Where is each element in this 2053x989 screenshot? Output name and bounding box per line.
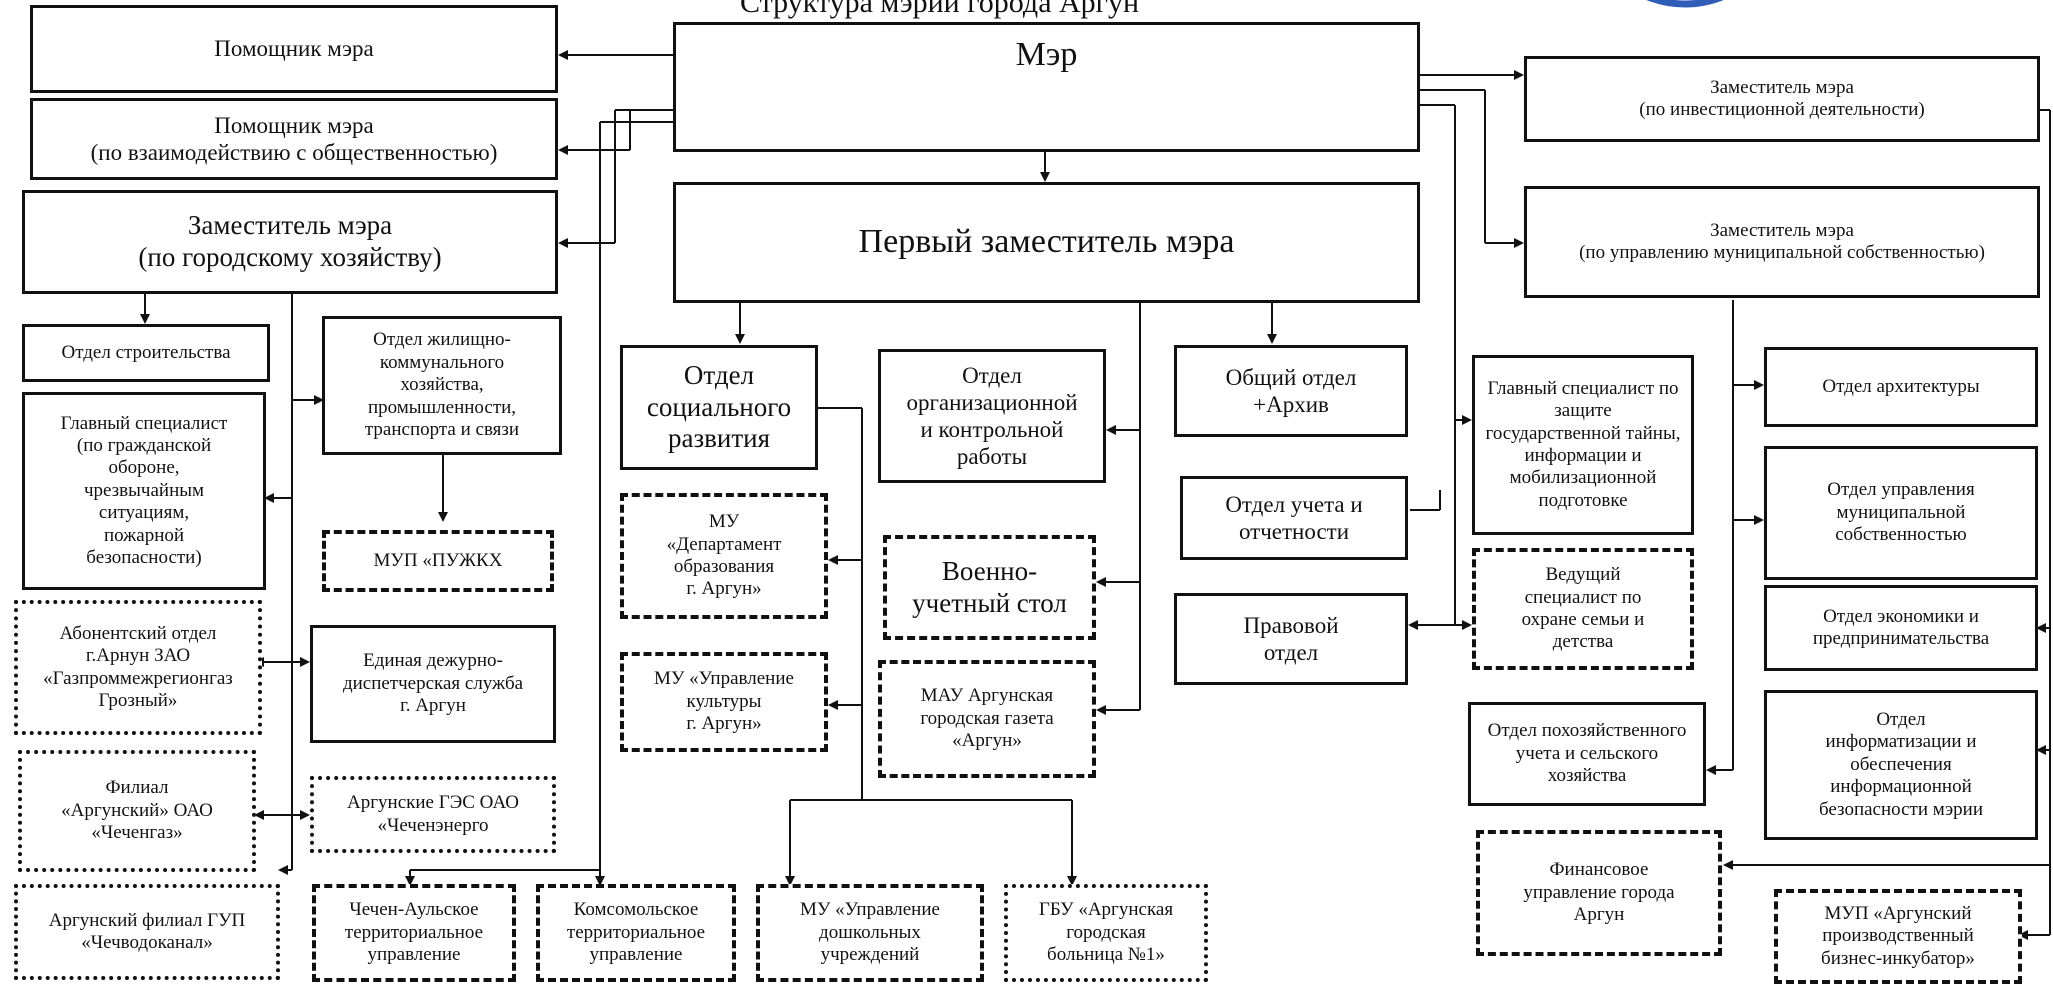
- box-accounting-dept: Отдел учета и отчетности: [1180, 476, 1408, 560]
- box-dispatch-service: Единая дежурно- диспетчерская служба г. …: [310, 625, 556, 743]
- box-komsomolskoe: Комсомольское территориальное управление: [536, 884, 736, 982]
- chart-title: Структура мэрии города Аргун: [740, 0, 1140, 19]
- box-housing-dept: Отдел жилищно- коммунального хозяйства, …: [322, 316, 562, 455]
- official-seal: [1646, 0, 1724, 8]
- box-legal-dept: Правовой отдел: [1174, 593, 1408, 685]
- box-civil-defense: Главный специалист (по гражданской оборо…: [22, 392, 266, 590]
- box-deputy-city-economy: Заместитель мэра (по городскому хозяйств…: [22, 190, 558, 294]
- box-chechen-aul: Чечен-Аульское территориальное управлени…: [312, 884, 516, 982]
- box-assistant: Помощник мэра: [30, 5, 558, 93]
- box-chief-secrecy: Главный специалист по защите государстве…: [1472, 355, 1694, 535]
- box-business-incubator: МУП «Аргунский производственный бизнес-и…: [1774, 889, 2022, 984]
- box-mup-puzhkkh: МУП «ПУЖКХ: [322, 530, 554, 592]
- box-household-dept: Отдел похозяйственного учета и сельского…: [1468, 702, 1706, 806]
- box-finance-dept: Финансовое управление города Аргун: [1476, 830, 1722, 956]
- box-newspaper: МАУ Аргунская городская газета «Аргун»: [878, 660, 1096, 778]
- box-property-mgmt-dept: Отдел управления муниципальной собственн…: [1764, 446, 2038, 580]
- box-deputy-investment: Заместитель мэра (по инвестиционной деят…: [1524, 56, 2040, 142]
- box-military-desk: Военно- учетный стол: [883, 535, 1096, 640]
- box-construction-dept: Отдел строительства: [22, 324, 270, 382]
- box-argun-ges: Аргунские ГЭС ОАО «Чеченэнерго: [310, 776, 556, 853]
- box-mayor: Мэр: [673, 22, 1420, 152]
- box-vodokanal: Аргунский филиал ГУП «Чечводоканал»: [14, 884, 280, 980]
- box-first-deputy: Первый заместитель мэра: [673, 182, 1420, 303]
- box-org-control-dept: Отдел организационной и контрольной рабо…: [878, 349, 1106, 483]
- box-architecture-dept: Отдел архитектуры: [1764, 347, 2038, 427]
- box-chechengaz: Филиал «Аргунский» ОАО «Чеченгаз»: [18, 750, 256, 872]
- box-informatization-dept: Отдел информатизации и обеспечения инфор…: [1764, 690, 2038, 840]
- box-general-dept: Общий отдел +Архив: [1174, 345, 1408, 437]
- box-deputy-property: Заместитель мэра (по управлению муниципа…: [1524, 186, 2040, 298]
- box-assistant-public: Помощник мэра (по взаимодействию с общес…: [30, 98, 558, 180]
- box-economy-dept: Отдел экономики и предпринимательства: [1764, 585, 2038, 671]
- box-lead-family: Ведущий специалист по охране семьи и дет…: [1472, 548, 1694, 670]
- box-culture-dept: МУ «Управление культуры г. Аргун»: [620, 652, 828, 752]
- box-education-dept: МУ «Департамент образования г. Аргун»: [620, 493, 828, 619]
- box-gas-subscriber: Абонентский отдел г.Арнун ЗАО «Газпромме…: [14, 600, 262, 735]
- box-social-dept: Отдел социального развития: [620, 345, 818, 470]
- box-hospital: ГБУ «Аргунская городская больница №1»: [1004, 884, 1208, 982]
- box-preschool: МУ «Управление дошкольных учреждений: [756, 884, 984, 982]
